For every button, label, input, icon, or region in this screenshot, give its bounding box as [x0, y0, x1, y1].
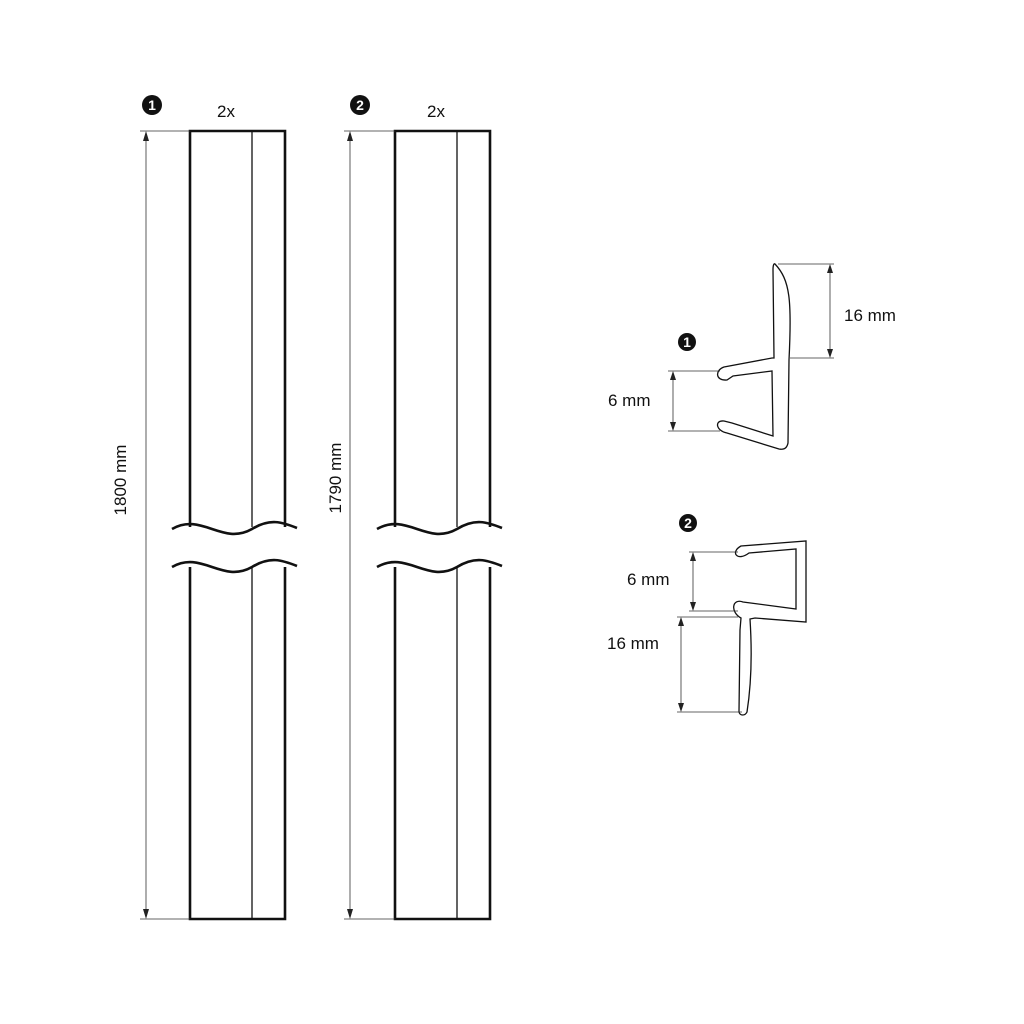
profile-1-gap-label: 6 mm — [608, 391, 651, 410]
strip-2-break-top — [376, 520, 503, 536]
strip-2-length-label: 1790 mm — [326, 443, 345, 514]
strip-1-marker: 1 — [142, 95, 162, 115]
strip-1-lower-outline — [188, 567, 287, 921]
strip-2-break-bottom — [376, 558, 503, 574]
strip-2: 2 2x 1790 mm — [326, 95, 503, 921]
profile-1-section-outline — [716, 263, 791, 450]
profile-2-gap-dimension — [689, 551, 738, 612]
profile-1-marker: 1 — [678, 333, 696, 351]
profile-2-section-outline — [733, 540, 807, 716]
strip-1-break-bottom — [171, 558, 298, 574]
strip-1-upper-outline — [188, 129, 287, 527]
svg-text:1: 1 — [148, 97, 156, 113]
svg-text:1: 1 — [683, 334, 691, 350]
profile-1-lip-label: 16 mm — [844, 306, 896, 325]
strip-2-lower-outline — [393, 567, 492, 921]
strip-1-quantity: 2x — [217, 102, 235, 121]
strip-1: 1 2x 1800 mm — [111, 95, 298, 921]
strip-2-quantity: 2x — [427, 102, 445, 121]
strip-2-upper-outline — [393, 129, 492, 527]
profile-1-lip-dimension — [778, 263, 834, 359]
svg-text:2: 2 — [356, 97, 364, 113]
strip-2-marker: 2 — [350, 95, 370, 115]
profile-2-lip-label: 16 mm — [607, 634, 659, 653]
profile-2-marker: 2 — [679, 514, 697, 532]
profile-1-gap-dimension — [668, 370, 720, 432]
strip-1-length-label: 1800 mm — [111, 445, 130, 516]
strip-1-break-top — [171, 520, 298, 536]
strip-1-length-dimension — [140, 130, 190, 920]
profile-1: 1 16 mm 6 mm — [608, 263, 896, 450]
profile-2-gap-label: 6 mm — [627, 570, 670, 589]
profile-2: 2 6 mm 16 mm — [607, 514, 807, 716]
strip-2-length-dimension — [344, 130, 395, 920]
svg-text:2: 2 — [684, 515, 692, 531]
profile-2-lip-dimension — [677, 616, 742, 713]
